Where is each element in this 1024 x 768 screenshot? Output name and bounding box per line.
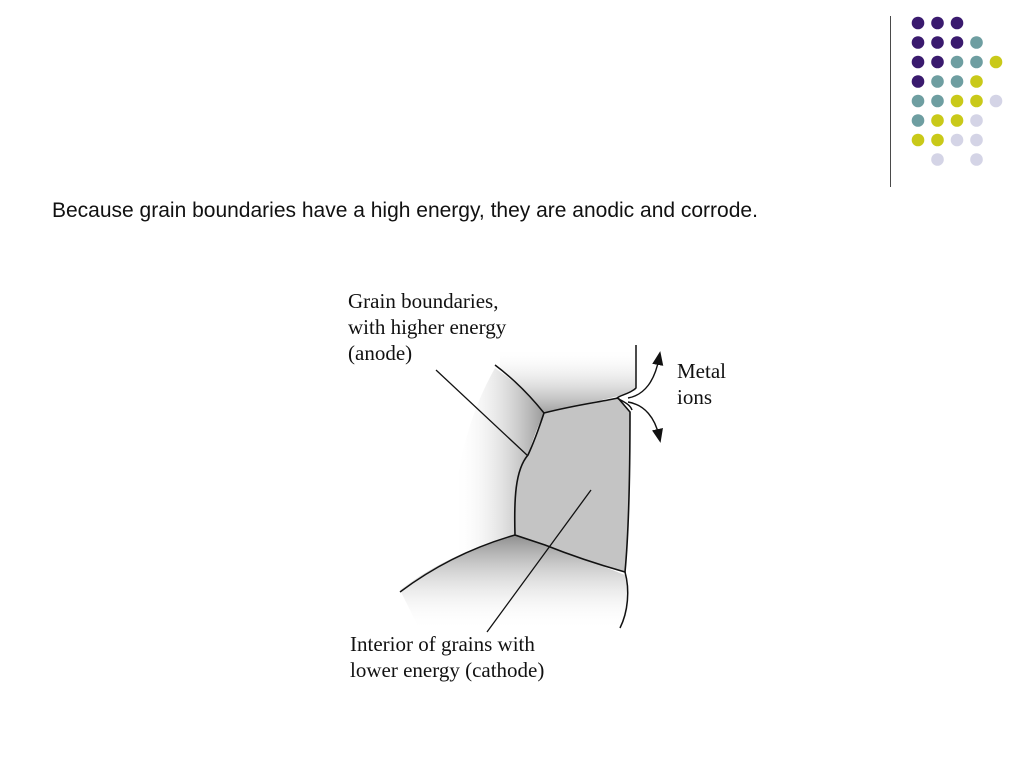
bottom-right-boundary bbox=[619, 571, 629, 629]
decorative-dot bbox=[950, 36, 964, 49]
decorative-dot bbox=[989, 94, 1003, 108]
vertical-divider bbox=[890, 16, 891, 187]
bottom-grain-shadow bbox=[400, 535, 628, 630]
decorative-dot bbox=[911, 36, 925, 49]
decorative-dot bbox=[931, 114, 944, 127]
grain-boundary-leader bbox=[435, 369, 529, 457]
grain-boundaries-label: Grain boundaries, with higher energy (an… bbox=[348, 288, 506, 366]
decorative-dot bbox=[950, 75, 964, 88]
decorative-dot bbox=[970, 75, 983, 88]
bullet-text: Because grain boundaries have a high ene… bbox=[52, 199, 758, 222]
grain-boundaries-label-line: with higher energy bbox=[348, 315, 507, 339]
left-grain-shadow bbox=[453, 368, 544, 560]
decorative-dot bbox=[911, 16, 925, 30]
decorative-dot bbox=[931, 153, 944, 166]
decorative-dot bbox=[931, 133, 944, 147]
metal-ion-arrow-down bbox=[627, 401, 663, 443]
metal-ion-arrow-up bbox=[627, 351, 664, 399]
decorative-dot bbox=[911, 114, 925, 127]
bottom-left-boundary bbox=[399, 534, 516, 593]
decorative-dot bbox=[911, 55, 925, 69]
decorative-dot-grid bbox=[911, 16, 1003, 166]
metal-ions-label-line: Metal bbox=[677, 359, 726, 383]
decorative-dot bbox=[970, 94, 983, 108]
grain-interior-label-line: lower energy (cathode) bbox=[350, 658, 545, 682]
grain-interior-label-line: Interior of grains with bbox=[350, 632, 535, 656]
decorative-dot bbox=[970, 36, 983, 49]
grain-boundaries-label-line: (anode) bbox=[348, 341, 413, 365]
top-grain-shadow bbox=[500, 348, 636, 413]
decorative-dot bbox=[931, 94, 944, 108]
grain-boundaries-label-line: Grain boundaries, bbox=[348, 289, 499, 313]
metal-ions-label: Metal ions bbox=[677, 358, 726, 410]
decorative-dot bbox=[931, 75, 944, 88]
decorative-dot bbox=[911, 133, 925, 147]
decorative-dot bbox=[950, 133, 964, 147]
decorative-dot bbox=[911, 75, 925, 88]
decorative-dot bbox=[970, 55, 983, 69]
left-boundary-upper bbox=[494, 364, 545, 414]
decorative-dot bbox=[970, 133, 983, 147]
decorative-dot bbox=[911, 94, 925, 108]
decorative-dot bbox=[989, 55, 1003, 69]
decorative-dot bbox=[950, 114, 964, 127]
right-surface-line bbox=[615, 345, 637, 411]
decorative-dot bbox=[950, 94, 964, 108]
decorative-dot bbox=[970, 153, 983, 166]
decorative-dot bbox=[931, 55, 944, 69]
decorative-dot bbox=[950, 55, 964, 69]
decorative-dot bbox=[931, 36, 944, 49]
decorative-dot bbox=[950, 16, 964, 30]
decorative-dot bbox=[970, 114, 983, 127]
grain-interior-label: Interior of grains with lower energy (ca… bbox=[350, 631, 544, 683]
metal-ions-label-line: ions bbox=[677, 385, 713, 409]
decorative-dot bbox=[931, 16, 944, 30]
interior-leader bbox=[486, 489, 592, 633]
